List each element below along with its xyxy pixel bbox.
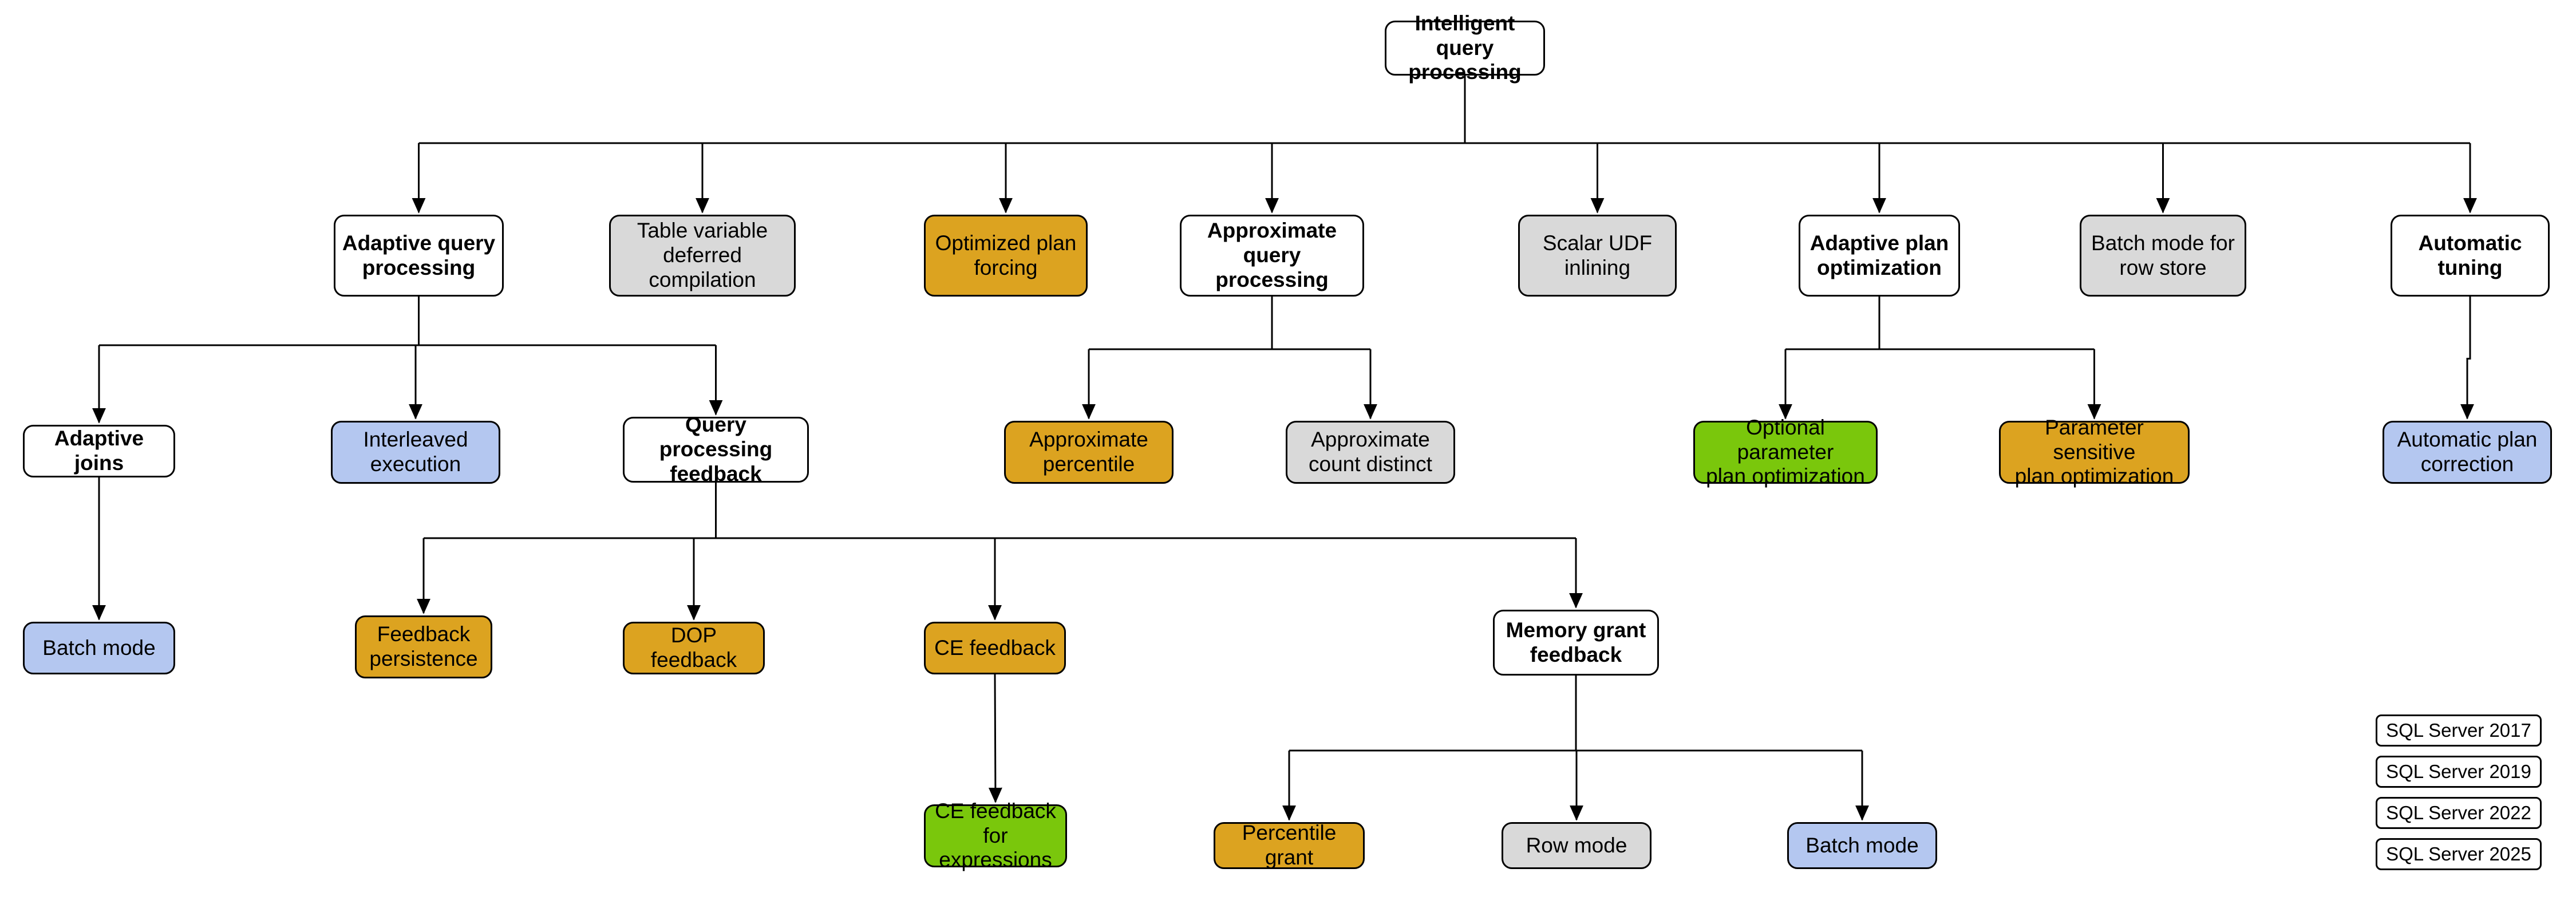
node-interleaved[interactable]: Interleaved execution <box>331 421 500 484</box>
node-autotune[interactable]: Automatic tuning <box>2391 215 2550 297</box>
node-sudf[interactable]: Scalar UDF inlining <box>1518 215 1677 297</box>
node-apq[interactable]: Approximate query processing <box>1180 215 1364 297</box>
node-batchmode2[interactable]: Batch mode <box>1787 822 1937 869</box>
node-oppo[interactable]: Optional parameter plan optimization <box>1693 416 1878 488</box>
node-adaptjoins[interactable]: Adaptive joins <box>23 425 175 477</box>
node-batchmode1[interactable]: Batch mode <box>23 622 175 674</box>
node-fbpersist[interactable]: Feedback persistence <box>355 615 492 678</box>
node-cefb[interactable]: CE feedback <box>924 622 1066 674</box>
node-apc[interactable]: Automatic plan correction <box>2383 421 2552 484</box>
legend-item-sql-server-2025: SQL Server 2025 <box>2376 838 2542 870</box>
node-cefbexpr[interactable]: CE feedback for expressions <box>924 799 1067 871</box>
node-root[interactable]: Intelligent query processing <box>1385 11 1545 84</box>
node-pctgrant[interactable]: Percentile grant <box>1214 821 1365 869</box>
node-dopfb[interactable]: DOP feedback <box>623 622 765 674</box>
node-apo[interactable]: Adaptive plan optimization <box>1799 215 1960 297</box>
legend-item-sql-server-2017: SQL Server 2017 <box>2376 714 2542 747</box>
node-approxcd[interactable]: Approximate count distinct <box>1286 421 1455 484</box>
node-mgf[interactable]: Memory grant feedback <box>1493 610 1659 676</box>
node-bmrs[interactable]: Batch mode for row store <box>2080 215 2246 297</box>
node-pspo[interactable]: Parameter sensitive plan optimization <box>1999 416 2190 488</box>
node-approxpct[interactable]: Approximate percentile <box>1004 421 1174 484</box>
legend-item-sql-server-2022: SQL Server 2022 <box>2376 797 2542 829</box>
legend-item-sql-server-2019: SQL Server 2019 <box>2376 756 2542 788</box>
node-rowmode[interactable]: Row mode <box>1502 822 1652 869</box>
edge-autotune-to-apc <box>2460 297 2474 420</box>
node-aqp[interactable]: Adaptive query processing <box>334 215 504 297</box>
node-qpf[interactable]: Query processing feedback <box>623 413 809 485</box>
node-tvdc[interactable]: Table variable deferred compilation <box>609 215 796 297</box>
node-opf[interactable]: Optimized plan forcing <box>924 215 1088 297</box>
